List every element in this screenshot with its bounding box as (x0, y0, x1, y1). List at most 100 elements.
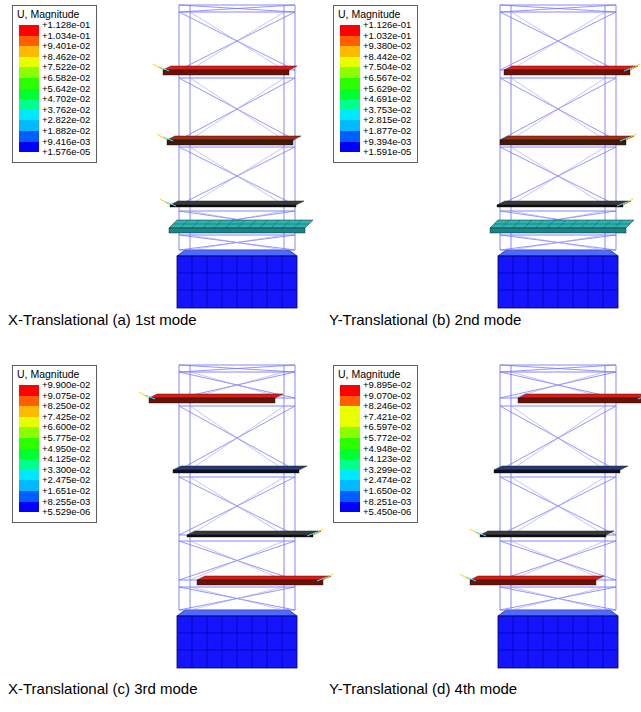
frame-member (500, 235, 616, 250)
deck-deformation-line (624, 67, 634, 71)
frame-member (222, 256, 223, 308)
deck-deformation-line (638, 395, 641, 399)
legend-value: +7.425e-02 (42, 412, 90, 422)
frame-member (295, 365, 296, 610)
legend-value: +9.895e-02 (363, 380, 411, 390)
legend-swatch (19, 89, 39, 100)
frame-member (500, 211, 616, 212)
frame-member (588, 256, 589, 308)
legend-swatch (340, 57, 360, 68)
legend-value: +1.034e-01 (42, 31, 90, 41)
deck-plate (173, 466, 307, 470)
deck-edge (497, 205, 623, 207)
deck-edge (504, 70, 630, 75)
frame-member (500, 5, 501, 250)
frame-member (177, 650, 297, 651)
frame-member (267, 616, 268, 668)
frame-member (173, 224, 309, 225)
legend-swatch (19, 57, 39, 68)
deck-deformation-line (145, 395, 155, 399)
base-top (498, 250, 618, 256)
legend-swatch (340, 417, 360, 428)
deck-edge (490, 228, 626, 233)
deck-plate (494, 466, 628, 470)
frame-member (179, 541, 295, 580)
legend-value: +9.070e-02 (363, 391, 411, 401)
legend-swatch (340, 502, 360, 513)
legend-swatch (340, 438, 360, 449)
deck-edge (167, 140, 293, 145)
frame-member (179, 372, 295, 373)
legend-swatch (19, 438, 39, 449)
deck-plate (169, 220, 313, 228)
frame-member (190, 12, 284, 70)
frame-member (500, 250, 616, 251)
frame-member (498, 633, 618, 634)
deck-deformation-line (623, 199, 633, 205)
deck-plate (163, 66, 297, 70)
legend-value: +4.125e-02 (42, 454, 90, 464)
legend-value: +6.600e-02 (42, 422, 90, 432)
legend-value: +7.522e-02 (42, 62, 90, 72)
deck-plate (497, 201, 631, 205)
frame-member (558, 256, 559, 308)
legend-value: +8.251e-03 (363, 497, 411, 507)
frame-member (252, 256, 253, 308)
frame-member (500, 365, 616, 372)
frame-member (179, 5, 295, 6)
deck-plate (504, 66, 638, 70)
frame-member (179, 477, 295, 478)
frame-member (190, 477, 284, 535)
legend-swatch (19, 396, 39, 407)
frame-member (179, 147, 295, 205)
frame-member (511, 5, 512, 250)
legend-swatch (340, 449, 360, 460)
frame-member (179, 587, 295, 610)
frame-member (500, 477, 616, 478)
frame-member (267, 256, 268, 308)
legend-swatch (19, 25, 39, 36)
deck-plate (167, 136, 301, 140)
frame-member (500, 235, 616, 250)
frame-member (190, 406, 284, 470)
frame-member (616, 5, 617, 250)
deck-edge (500, 140, 626, 145)
legend-value: +6.597e-02 (363, 422, 411, 432)
legend-value: +1.032e-01 (363, 31, 411, 41)
panel-caption: Y-Translational (d) 4th mode (329, 680, 517, 698)
legend-value: +1.591e-05 (363, 147, 411, 157)
frame-member (558, 616, 559, 668)
deck-deformation-line (153, 64, 163, 70)
frame-member (494, 224, 630, 225)
frame-member (179, 541, 295, 580)
frame-member (190, 587, 284, 610)
frame-member (179, 365, 295, 372)
legend-value: +9.075e-02 (42, 391, 90, 401)
legend-swatch (19, 142, 39, 153)
legend-swatch (19, 67, 39, 78)
frame-member (282, 616, 283, 668)
frame-member (500, 12, 616, 70)
frame-member (500, 12, 616, 70)
frame-member (511, 235, 605, 250)
frame-member (588, 616, 589, 668)
legend-value: +9.416e-03 (42, 137, 90, 147)
frame-member (237, 616, 238, 668)
legend-value: +2.474e-02 (363, 475, 411, 485)
frame-member (179, 235, 295, 250)
frame-member (511, 12, 605, 70)
deck-deformation-line (626, 134, 636, 140)
deck-deformation-line (470, 529, 480, 535)
legend-value: +4.123e-02 (363, 454, 411, 464)
legend-swatch (340, 427, 360, 438)
frame-member (511, 78, 605, 140)
frame-member (511, 541, 605, 580)
legend-swatch (340, 396, 360, 407)
legend-title: U, Magnitude (338, 8, 400, 20)
legend-value: +7.504e-02 (363, 62, 411, 72)
deck-deformation-line (317, 577, 327, 581)
deck-deformation-line (460, 574, 470, 580)
frame-member (177, 290, 297, 291)
legend-swatch (340, 131, 360, 142)
legend-value: +2.815e-02 (363, 115, 411, 125)
